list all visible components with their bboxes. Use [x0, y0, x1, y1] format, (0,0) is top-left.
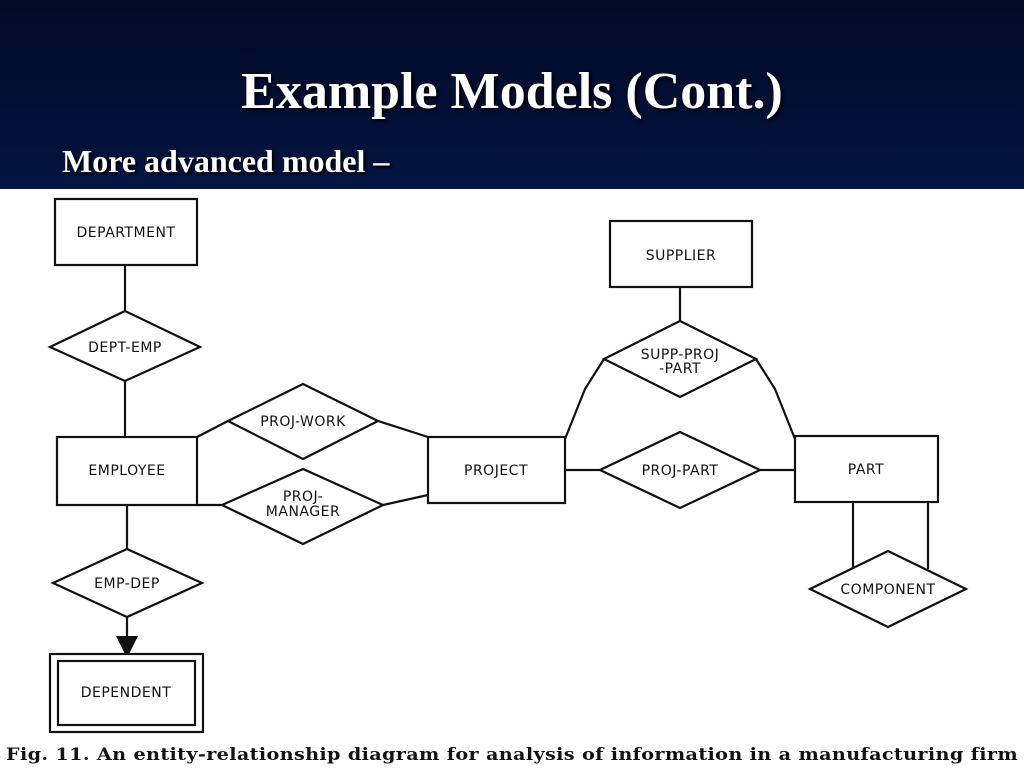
entity-department-label: DEPARTMENT: [77, 225, 176, 241]
relationship-supp-proj-part: [601, 319, 759, 399]
entity-project: [426, 435, 567, 505]
edge-projwork-project: [377, 419, 429, 439]
relationship-supp-proj-part-label-line1: SUPP-PROJ: [641, 347, 720, 363]
relationship-component-label: COMPONENT: [840, 582, 935, 598]
er-diagram-svg: DEPARTMENT EMPLOYEE DEPENDENT PROJECT SU…: [6, 197, 1018, 765]
relationship-proj-part-label: PROJ-PART: [642, 463, 719, 479]
relationship-dept-emp-label: DEPT-EMP: [88, 340, 162, 356]
entity-employee: [55, 435, 199, 507]
relationship-emp-dep: [50, 547, 205, 619]
slide-subtitle: More advanced model –: [62, 143, 390, 179]
entity-dependent-inner: [56, 659, 197, 727]
edge-suppprojpart-project: [563, 358, 605, 440]
entity-part: [793, 434, 940, 504]
entity-part-label: PART: [848, 462, 884, 478]
relationship-proj-manager-label-line1: PROJ-: [283, 489, 323, 505]
relationship-proj-work: [225, 382, 381, 461]
entity-department: [53, 197, 199, 267]
relationship-proj-work-label: PROJ-WORK: [260, 414, 346, 430]
relationship-component: [807, 549, 969, 629]
relationship-dept-emp: [47, 309, 203, 383]
entity-supplier-label: SUPPLIER: [646, 248, 717, 264]
edge-suppprojpart-part: [755, 358, 797, 440]
edge-projmanager-project: [382, 493, 429, 507]
figure-caption: Fig. 11. An entity-relationship diagram …: [6, 745, 1018, 765]
entity-dependent-label: DEPENDENT: [81, 685, 172, 701]
entity-supplier: [608, 219, 754, 289]
entity-employee-label: EMPLOYEE: [88, 463, 165, 479]
relationship-supp-proj-part-label-line2: -PART: [659, 361, 701, 377]
relationship-proj-part: [597, 430, 763, 510]
slide-title: Example Models (Cont.): [241, 63, 783, 120]
edge-employee-projwork: [196, 420, 229, 438]
relationship-emp-dep-label: EMP-DEP: [94, 576, 160, 592]
relationship-proj-manager-label-line2: MANAGER: [266, 504, 340, 520]
er-diagram-image: DEPARTMENT EMPLOYEE DEPENDENT PROJECT SU…: [0, 189, 1024, 768]
relationship-proj-manager: [219, 467, 386, 546]
entity-project-label: PROJECT: [464, 463, 528, 479]
